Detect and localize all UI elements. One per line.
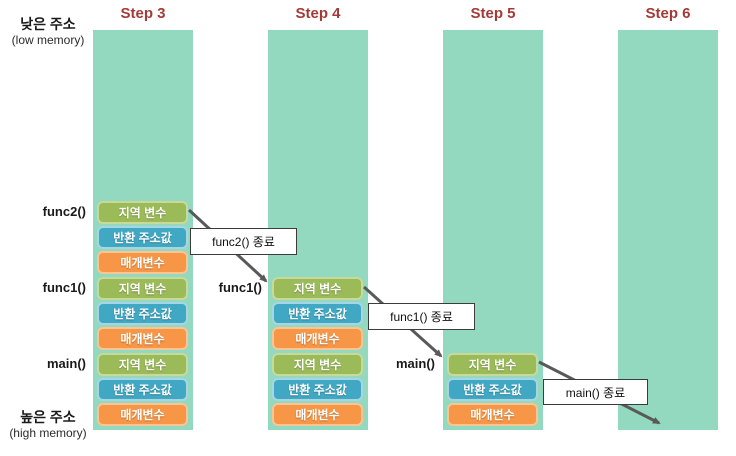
stack-box-parameter: 매개변수 xyxy=(272,403,363,426)
stack-box-local-variable: 지역 변수 xyxy=(97,353,188,376)
stack-box-return-address: 반환 주소값 xyxy=(97,302,188,325)
step-header-5: Step 5 xyxy=(470,5,516,22)
stack-box-parameter: 매개변수 xyxy=(272,327,363,350)
stack-box-local-variable: 지역 변수 xyxy=(272,353,363,376)
callout-main-exit: main() 종료 xyxy=(543,379,648,405)
stack-box-local-variable: 지역 변수 xyxy=(97,201,188,224)
stack-box-parameter: 매개변수 xyxy=(447,403,538,426)
stack-box-local-variable: 지역 변수 xyxy=(447,353,538,376)
stack-box-return-address: 반환 주소값 xyxy=(272,302,363,325)
low-memory-label-en: (low memory) xyxy=(11,33,85,47)
stack-box-return-address: 반환 주소값 xyxy=(97,226,188,249)
stack-box-parameter: 매개변수 xyxy=(97,403,188,426)
callout-func1-exit: func1() 종료 xyxy=(368,303,475,330)
frame-label-main-step3: main() xyxy=(47,356,86,371)
low-memory-label-ko: 낮은 주소 xyxy=(20,16,76,32)
frame-label-main-step5: main() xyxy=(396,356,435,371)
stack-box-local-variable: 지역 변수 xyxy=(97,277,188,300)
stack-box-return-address: 반환 주소값 xyxy=(272,378,363,401)
step-header-3: Step 3 xyxy=(120,5,166,22)
callout-func2-exit: func2() 종료 xyxy=(190,228,297,255)
memory-column-step-6 xyxy=(618,30,718,430)
step-header-4: Step 4 xyxy=(295,5,341,22)
frame-label-func1-step3: func1() xyxy=(42,280,86,295)
stack-box-parameter: 매개변수 xyxy=(97,327,188,350)
frame-label-func1-step4: func1() xyxy=(218,280,262,295)
stack-box-local-variable: 지역 변수 xyxy=(272,277,363,300)
high-memory-label-en: (high memory) xyxy=(9,426,87,440)
stack-box-return-address: 반환 주소값 xyxy=(447,378,538,401)
stack-box-parameter: 매개변수 xyxy=(97,251,188,274)
stack-box-return-address: 반환 주소값 xyxy=(97,378,188,401)
frame-label-func2-step3: func2() xyxy=(42,204,86,219)
high-memory-label-ko: 높은 주소 xyxy=(20,409,76,425)
step-header-6: Step 6 xyxy=(645,5,691,22)
